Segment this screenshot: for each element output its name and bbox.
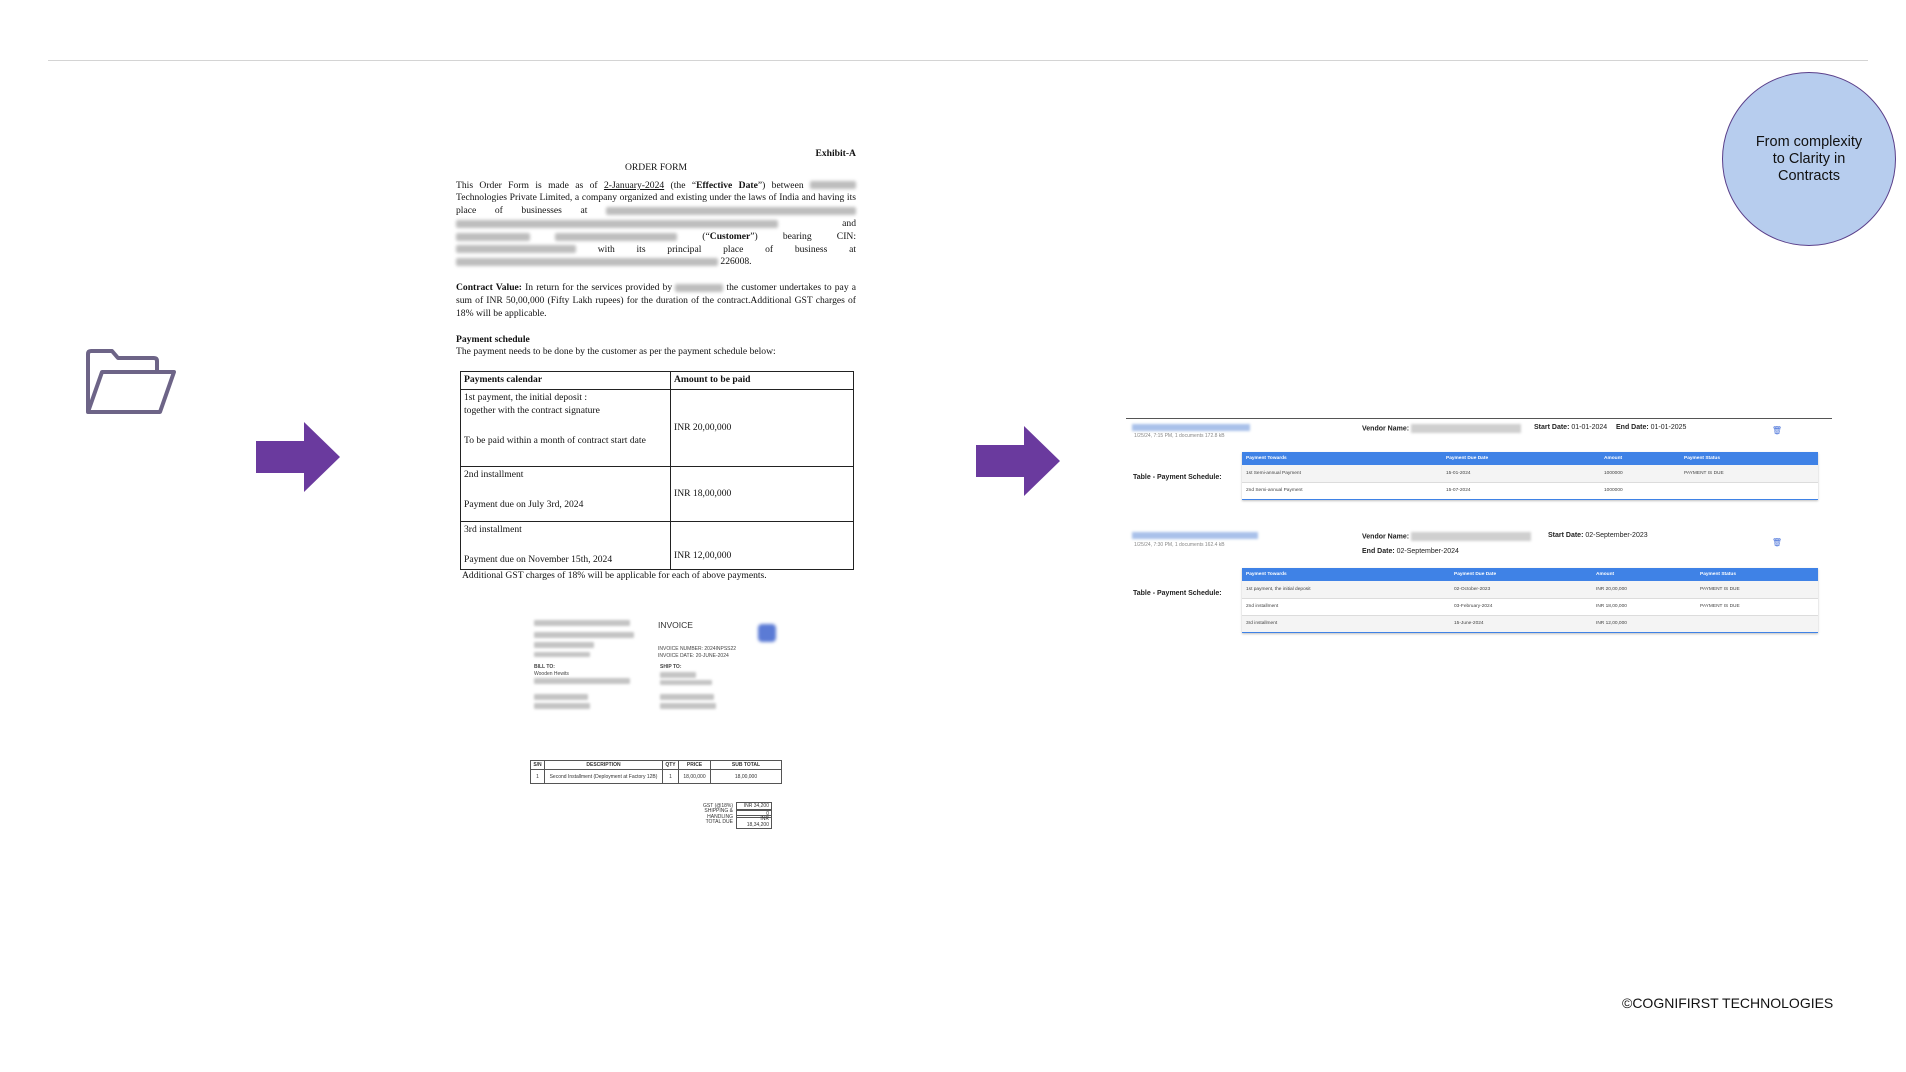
entry-meta: 1/25/24, 7:30 PM, 1 documents 162.4 kB	[1134, 542, 1225, 548]
contract-dashboard: 1/25/24, 7:15 PM, 1 documents 172.8 kB V…	[1126, 418, 1832, 658]
order-form-intro: This Order Form is made as of 2-January-…	[456, 179, 856, 268]
copyright-text: ©COGNIFIRST TECHNOLOGIES	[1622, 995, 1834, 1011]
tagline-text: From complexity to Clarity in Contracts	[1755, 133, 1863, 184]
ship-to-label: SHIP TO:	[660, 664, 682, 670]
end-date-field: End Date: 01-01-2025	[1616, 424, 1687, 431]
trash-icon[interactable]: 🗑	[1771, 538, 1782, 547]
table-header-row: Payment Towards Payment Due Date Amount …	[1242, 568, 1818, 581]
entry-meta: 1/25/24, 7:15 PM, 1 documents 172.8 kB	[1134, 433, 1225, 439]
payment-schedule-table: Payment Towards Payment Due Date Amount …	[1242, 568, 1818, 633]
invoice-line-items: S/N DESCRIPTION QTY PRICE SUB TOTAL 1 Se…	[530, 760, 782, 784]
amount-cell: INR 18,00,000	[670, 465, 854, 522]
table-header-row: Payments calendar Amount to be paid	[460, 371, 854, 390]
bill-to-name: Wooden Hewits	[534, 671, 569, 677]
schedule-label: Table - Payment Schedule:	[1133, 590, 1222, 597]
column-header: Amount to be paid	[670, 371, 854, 390]
table-row: 1 Second Installment (Deployment at Fact…	[530, 769, 782, 784]
table-row: 2nd Semi-annual Payment 15-07-2024 10000…	[1242, 482, 1818, 500]
company-logo	[758, 624, 776, 642]
column-header: Payments calendar	[460, 371, 671, 390]
payment-schedule-text: The payment needs to be done by the cust…	[456, 346, 776, 358]
order-form-title: ORDER FORM	[624, 161, 688, 173]
amount-cell: INR 12,00,000	[670, 520, 854, 570]
payment-schedule-table: Payment Towards Payment Due Date Amount …	[1242, 452, 1818, 500]
table-header-row: Payment Towards Payment Due Date Amount …	[1242, 452, 1818, 465]
table-row: 2nd installment 03-February-2024 INR 18,…	[1242, 598, 1818, 616]
table-row: 3rd installment Payment due on November …	[460, 520, 854, 570]
vendor-field: Vendor Name:	[1362, 532, 1532, 541]
amount-cell: INR 20,00,000	[670, 388, 854, 467]
end-date-field: End Date: 02-September-2024	[1362, 548, 1459, 555]
schedule-label: Table - Payment Schedule:	[1133, 474, 1222, 481]
contract-value-paragraph: Contract Value: In return for the servic…	[456, 282, 856, 319]
exhibit-label: Exhibit-A	[815, 148, 856, 159]
bill-to-label: BILL TO:	[534, 664, 555, 670]
right-arrow-icon	[976, 426, 1060, 496]
table-header-row: S/N DESCRIPTION QTY PRICE SUB TOTAL	[530, 760, 782, 770]
right-arrow-icon	[256, 422, 340, 492]
start-date-field: Start Date: 01-01-2024	[1534, 424, 1608, 431]
top-divider	[48, 60, 1868, 61]
order-form-document: Exhibit-A ORDER FORM This Order Form is …	[456, 148, 856, 583]
table-row: 3rd installment 15-June-2024 INR 12,00,0…	[1242, 615, 1818, 633]
gst-note: Additional GST charges of 18% will be ap…	[462, 569, 767, 581]
trash-icon[interactable]: 🗑	[1771, 426, 1782, 435]
table-row: 1st payment, the initial deposit 02-Octo…	[1242, 581, 1818, 599]
table-row: 1st payment, the initial deposit : toget…	[460, 388, 854, 467]
payment-schedule-table: Payments calendar Amount to be paid 1st …	[460, 371, 854, 570]
payment-schedule-title: Payment schedule	[456, 333, 530, 345]
vendor-field: Vendor Name:	[1362, 424, 1522, 433]
invoice-totals: GST (@18%)INR 34,200 SHIPPING & HANDLING…	[680, 802, 772, 829]
invoice-title: INVOICE	[658, 620, 693, 630]
invoice-date: INVOICE DATE: 20-JUNE-2024	[658, 653, 729, 659]
start-date-field: Start Date: 02-September-2023	[1548, 532, 1648, 539]
open-folder-icon	[86, 349, 176, 414]
table-row: 2nd installment Payment due on July 3rd,…	[460, 465, 854, 522]
invoice-thumbnail: INVOICE INVOICE NUMBER: 2024INPSS22 INVO…	[530, 616, 790, 829]
tagline-badge: From complexity to Clarity in Contracts	[1722, 72, 1896, 246]
table-row: 1st Semi-annual Payment 15-01-2024 10000…	[1242, 465, 1818, 483]
invoice-number: INVOICE NUMBER: 2024INPSS22	[658, 646, 737, 652]
